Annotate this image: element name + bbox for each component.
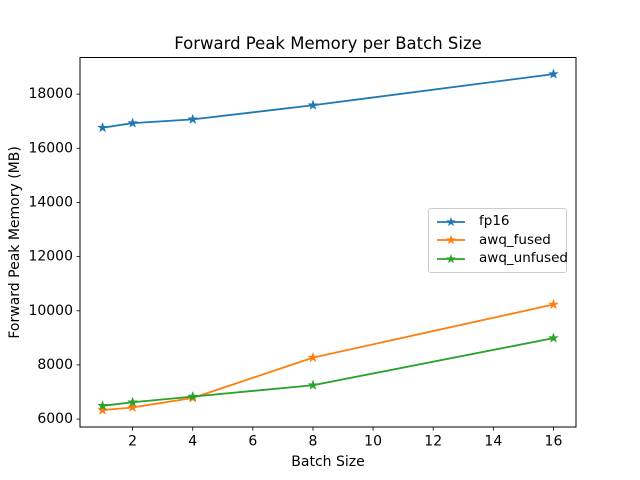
y-tick-label: 16000: [28, 140, 73, 156]
x-tick-label: 10: [364, 434, 382, 450]
legend-label: awq_unfused: [479, 250, 568, 267]
x-axis-label: Batch Size: [291, 454, 364, 470]
marker-star-fp16: [97, 122, 108, 133]
legend-row-awq_unfused: awq_unfused: [436, 252, 568, 266]
y-tick-label: 12000: [28, 249, 73, 265]
marker-star-awq_fused: [307, 352, 318, 362]
x-tick-label: 16: [545, 434, 563, 450]
y-tick-label: 6000: [37, 411, 73, 427]
x-tick-label: 6: [248, 434, 257, 450]
x-tick-label: 14: [484, 434, 502, 450]
x-tick-label: 12: [424, 434, 442, 450]
axes-spines: [79, 57, 577, 428]
marker-star-awq_unfused: [307, 379, 318, 390]
chart-title: Forward Peak Memory per Batch Size: [174, 34, 482, 53]
marker-star-awq_unfused: [127, 397, 138, 407]
legend-label: fp16: [479, 213, 510, 230]
legend-row-fp16: fp16: [436, 215, 560, 229]
series-layer: [97, 68, 559, 415]
y-tick-label: 10000: [28, 303, 73, 319]
tick-layer: 2 4 6 8 10 12 14 16 6000 8000 10000 12000 14000 16000…: [28, 86, 562, 449]
marker-star-awq_fused: [97, 404, 108, 415]
legend-line-sample: [437, 235, 465, 245]
marker-star-fp16: [187, 114, 198, 124]
x-tick-label: 2: [128, 434, 137, 450]
legend-row-awq_fused: awq_fused: [436, 231, 560, 248]
marker-star-awq_unfused: [187, 391, 198, 401]
marker-star-fp16: [307, 100, 318, 110]
y-tick-label: 14000: [28, 194, 73, 210]
marker-star-awq_unfused: [97, 400, 108, 411]
legend-label: awq_fused: [479, 231, 551, 248]
marker-star-awq_fused: [548, 299, 559, 309]
y-tick-label: 8000: [37, 357, 73, 373]
legend-line-sample: [437, 253, 465, 264]
x-tick-label: 4: [188, 434, 197, 450]
x-tick-label: 8: [309, 434, 318, 450]
marker-star-awq_unfused: [548, 332, 559, 343]
marker-star-awq_fused: [127, 402, 138, 412]
legend-line-sample: [437, 216, 465, 227]
marker-star-fp16: [127, 117, 138, 128]
y-axis-label: Forward Peak Memory (MB): [7, 146, 23, 338]
marker-star-fp16: [548, 68, 559, 79]
y-tick-label: 18000: [28, 86, 73, 102]
